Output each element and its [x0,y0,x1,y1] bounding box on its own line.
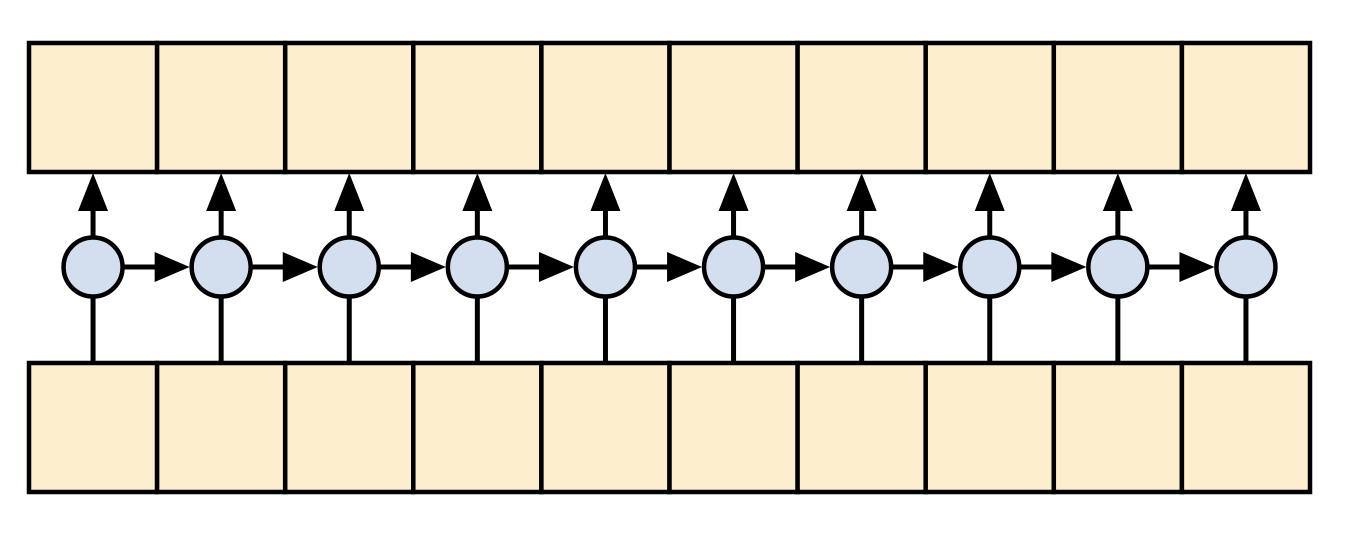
recurrent-arrowhead [923,252,959,282]
hidden-state-node [61,235,125,299]
hidden-state-node [1214,235,1278,299]
recurrent-arrowhead [282,252,318,282]
input-cell [1051,360,1185,495]
output-cell [154,40,288,175]
output-arrowhead [1230,173,1261,211]
hidden-state-node [445,235,510,299]
output-arrowhead [974,173,1005,211]
hidden-state-node [1086,235,1150,299]
input-cell [539,360,672,495]
recurrent-arrowhead [154,252,190,282]
input-cell [411,360,544,495]
output-arrowhead [1102,173,1133,211]
output-cell [411,40,544,175]
hidden-state-node [189,235,253,299]
output-arrowhead [334,173,365,211]
output-cell [539,40,672,175]
hidden-state-node [317,235,381,299]
hidden-state-node [701,235,766,299]
recurrent-arrowhead [538,252,574,282]
input-cell [1179,360,1313,495]
input-cell [667,360,800,495]
output-cell [26,40,160,175]
recurrent-arrowhead [410,252,446,282]
recurrent-arrowhead [795,252,831,282]
recurrent-arrowhead [1179,252,1215,282]
output-arrowhead [590,173,621,211]
output-cell [923,40,1057,175]
output-arrowhead [462,173,493,211]
input-cell [154,360,288,495]
input-cell [282,360,416,495]
input-cell [795,360,928,495]
recurrent-arrowhead [1051,252,1087,282]
output-cell [1179,40,1313,175]
output-arrowhead [718,173,749,211]
output-cell [1051,40,1185,175]
hidden-state-node [573,235,638,299]
recurrent-arrowhead [667,252,703,282]
output-cell [667,40,800,175]
output-cell [282,40,416,175]
output-arrowhead [846,173,877,211]
hidden-state-node [958,235,1022,299]
output-arrowhead [78,173,109,211]
hidden-state-node [829,235,894,299]
input-cell [26,360,160,495]
input-cell [923,360,1057,495]
output-cell [795,40,928,175]
output-arrowhead [206,173,237,211]
